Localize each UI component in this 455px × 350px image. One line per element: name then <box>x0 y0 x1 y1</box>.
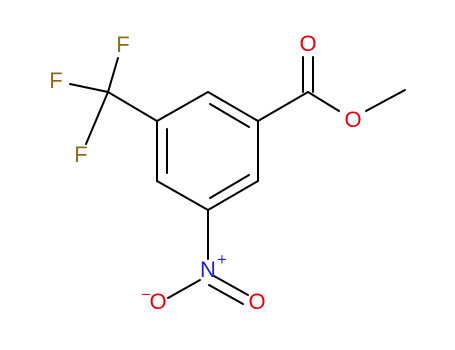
bond-ring-to-carbonyl-c <box>257 91 309 122</box>
bond-c-f-top <box>107 57 119 93</box>
ring-inner-double-top-right <box>209 103 250 128</box>
carbonyl-oxygen-label: O <box>299 31 316 56</box>
bond-o-methyl <box>365 89 406 112</box>
bond-n-o-right-double-2 <box>208 284 244 305</box>
bond-c-f-mid <box>69 83 109 93</box>
ester-oxygen-label: O <box>344 107 361 132</box>
ring-bond-bottom-right <box>207 180 259 211</box>
fluorine-middle-label: F <box>49 68 62 93</box>
fluorine-bottom-label: F <box>74 142 87 167</box>
ring-inner-double-bottom-right <box>209 174 250 199</box>
bond-n-o-left <box>167 279 201 299</box>
ring-bond-top-left <box>156 91 209 122</box>
bond-c-o-ester <box>307 91 340 112</box>
nitro-oxygen-right-label: O <box>248 289 265 314</box>
nitro-oxygen-left-charge: − <box>141 288 152 303</box>
nitro-oxygen-left-label: O <box>149 289 166 314</box>
nitro-nitrogen-charge: + <box>217 253 228 268</box>
bond-c-f-bottom <box>85 91 109 145</box>
bond-ring-to-cf3 <box>107 91 158 122</box>
bond-n-o-right-double-1 <box>213 275 249 296</box>
nitro-nitrogen-label: N <box>200 257 216 282</box>
ring-bond-bottom-left <box>156 180 209 211</box>
ring-bond-top-right <box>207 91 259 122</box>
fluorine-top-label: F <box>116 32 129 57</box>
